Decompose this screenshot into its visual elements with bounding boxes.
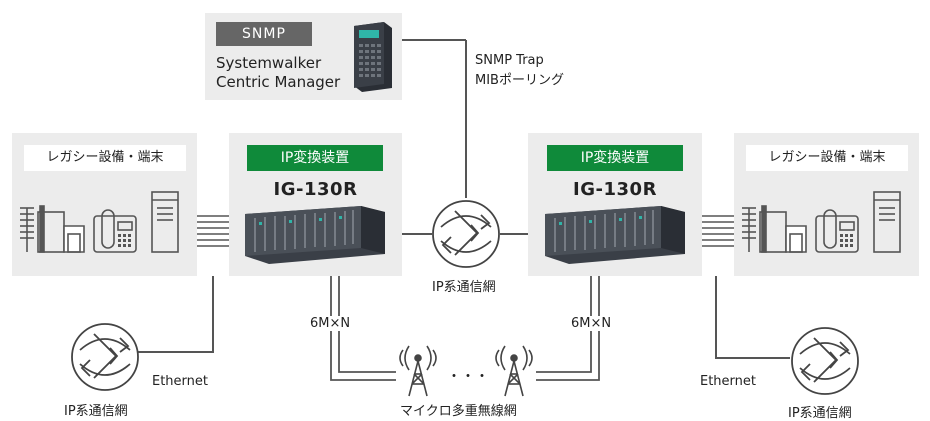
bottom-right-network-label: IP系通信網 bbox=[788, 406, 852, 421]
left-legacy-devices bbox=[20, 191, 179, 253]
right-converter-device bbox=[545, 206, 685, 264]
right-legacy-devices bbox=[742, 191, 901, 253]
right-6m-line bbox=[536, 276, 600, 381]
tower-dots: ・・・ bbox=[447, 369, 489, 385]
microwave-label: マイクロ多重無線網 bbox=[400, 404, 517, 419]
desk-phone-icon bbox=[93, 209, 137, 253]
snmp-badge: SNMP bbox=[216, 22, 312, 46]
left-6m-line bbox=[330, 276, 396, 381]
cabinet-icon bbox=[151, 191, 179, 253]
center-network-icon bbox=[432, 200, 500, 268]
manager-name-line2: Centric Manager bbox=[216, 73, 341, 91]
protocol-line2: MIBポーリング bbox=[475, 73, 564, 88]
left-ethernet-line bbox=[138, 276, 214, 353]
right-legacy-connector bbox=[702, 215, 734, 247]
radio-station-icon bbox=[20, 205, 85, 253]
bottom-left-network-icon bbox=[71, 323, 139, 391]
right-6m-label: 6M×N bbox=[569, 316, 614, 331]
right-tower-icon bbox=[495, 345, 533, 397]
right-legacy-title: レガシー設備・端末 bbox=[746, 145, 908, 171]
server-icon bbox=[354, 22, 392, 92]
center-network-label: IP系通信網 bbox=[432, 280, 496, 295]
protocol-line1: SNMP Trap bbox=[475, 53, 544, 68]
left-legacy-title: レガシー設備・端末 bbox=[24, 145, 186, 171]
left-converter-device bbox=[245, 206, 385, 264]
left-converter-model: IG-130R bbox=[273, 179, 358, 200]
left-tower-icon bbox=[399, 345, 437, 397]
left-legacy-connector bbox=[197, 215, 229, 247]
desk-phone-icon bbox=[815, 209, 859, 253]
right-ethernet-line bbox=[715, 276, 790, 359]
right-converter-model: IG-130R bbox=[573, 179, 657, 200]
bottom-left-network-label: IP系通信網 bbox=[64, 404, 128, 419]
left-converter-badge: IP変換装置 bbox=[247, 145, 383, 171]
cabinet-icon bbox=[873, 191, 901, 253]
right-converter-badge: IP変換装置 bbox=[547, 145, 683, 171]
left-ethernet-label: Ethernet bbox=[152, 374, 208, 389]
manager-name-line1: Systemwalker bbox=[216, 54, 322, 72]
radio-station-icon bbox=[742, 205, 807, 253]
right-ethernet-label: Ethernet bbox=[700, 374, 756, 389]
left-6m-label: 6M×N bbox=[308, 316, 353, 331]
bottom-right-network-icon bbox=[791, 327, 859, 395]
